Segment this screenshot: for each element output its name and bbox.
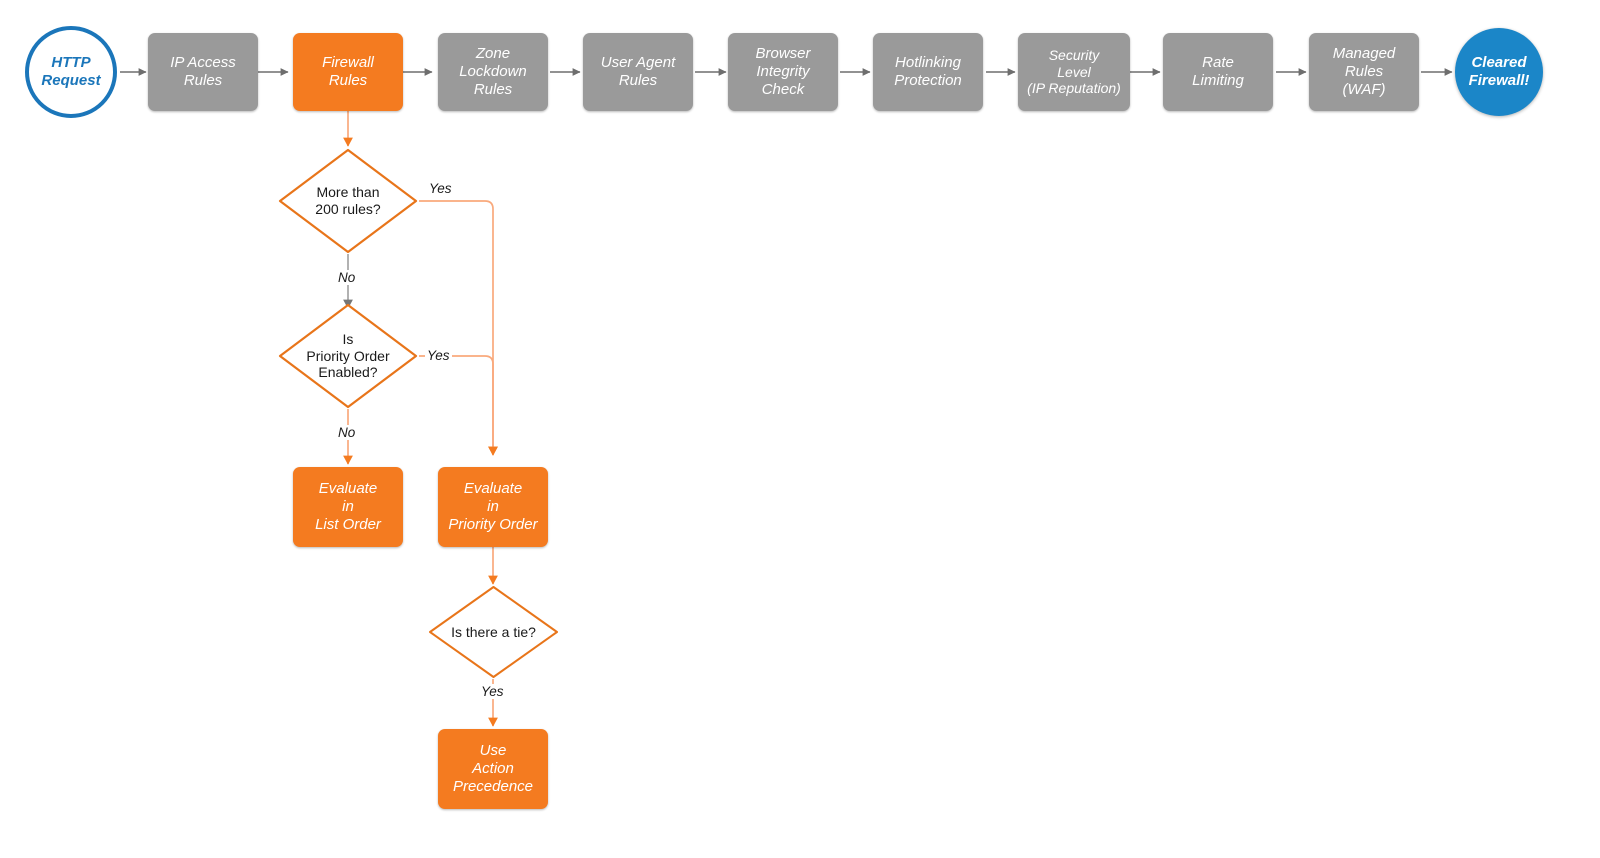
node-security-level[interactable]: Security Level (IP Reputation) <box>1018 33 1130 111</box>
node-firewall-rules-label: Firewall Rules <box>322 54 374 89</box>
node-user-agent-rules[interactable]: User Agent Rules <box>583 33 693 111</box>
edge-label-yes-tie: Yes <box>479 684 506 699</box>
node-hotlinking-protection-label: Hotlinking Protection <box>894 54 962 89</box>
node-evaluate-in-priority-order[interactable]: Evaluate in Priority Order <box>438 467 548 547</box>
diamond-shape <box>429 586 558 678</box>
node-browser-integrity-check-label: Browser Integrity Check <box>755 45 811 98</box>
edge-label-no-priority-order: No <box>336 425 358 440</box>
edge-label-yes-priority-order: Yes <box>425 348 452 363</box>
node-evaluate-in-priority-order-label: Evaluate in Priority Order <box>448 480 538 533</box>
node-user-agent-rules-label: User Agent Rules <box>600 54 676 89</box>
diamond-shape <box>278 148 418 254</box>
node-use-action-precedence[interactable]: Use Action Precedence <box>438 729 548 809</box>
node-ip-access-rules-label: IP Access Rules <box>170 54 236 89</box>
decision-priority-order-enabled[interactable]: Is Priority Order Enabled? <box>277 302 419 410</box>
node-evaluate-in-list-order-label: Evaluate in List Order <box>315 480 381 533</box>
node-firewall-rules[interactable]: Firewall Rules <box>293 33 403 111</box>
decision-more-than-200-rules[interactable]: More than 200 rules? <box>277 147 419 255</box>
node-browser-integrity-check[interactable]: Browser Integrity Check <box>728 33 838 111</box>
node-rate-limiting[interactable]: Rate Limiting <box>1163 33 1273 111</box>
edge-decision2-yes <box>419 355 498 456</box>
node-use-action-precedence-label: Use Action Precedence <box>452 742 534 795</box>
node-managed-rules-waf-label: Managed Rules (WAF) <box>1332 45 1396 98</box>
node-zone-lockdown-rules-label: Zone Lockdown Rules <box>459 45 527 98</box>
node-http-request[interactable]: HTTP Request <box>25 26 117 118</box>
node-managed-rules-waf[interactable]: Managed Rules (WAF) <box>1309 33 1419 111</box>
edge-label-yes-200-rules: Yes <box>427 181 454 196</box>
edge-label-no-200-rules: No <box>336 270 358 285</box>
node-security-level-label: Security Level (IP Reputation) <box>1027 47 1121 97</box>
node-cleared-firewall[interactable]: Cleared Firewall! <box>1455 28 1543 116</box>
node-evaluate-in-list-order[interactable]: Evaluate in List Order <box>293 467 403 547</box>
node-zone-lockdown-rules[interactable]: Zone Lockdown Rules <box>438 33 548 111</box>
diamond-shape <box>278 303 418 409</box>
node-rate-limiting-label: Rate Limiting <box>1192 54 1244 89</box>
decision-is-there-a-tie[interactable]: Is there a tie? <box>427 584 560 680</box>
node-ip-access-rules[interactable]: IP Access Rules <box>148 33 258 111</box>
node-http-request-label: HTTP Request <box>41 54 101 89</box>
node-hotlinking-protection[interactable]: Hotlinking Protection <box>873 33 983 111</box>
edge-decision1-yes <box>419 200 498 456</box>
node-cleared-firewall-label: Cleared Firewall! <box>1468 54 1530 89</box>
